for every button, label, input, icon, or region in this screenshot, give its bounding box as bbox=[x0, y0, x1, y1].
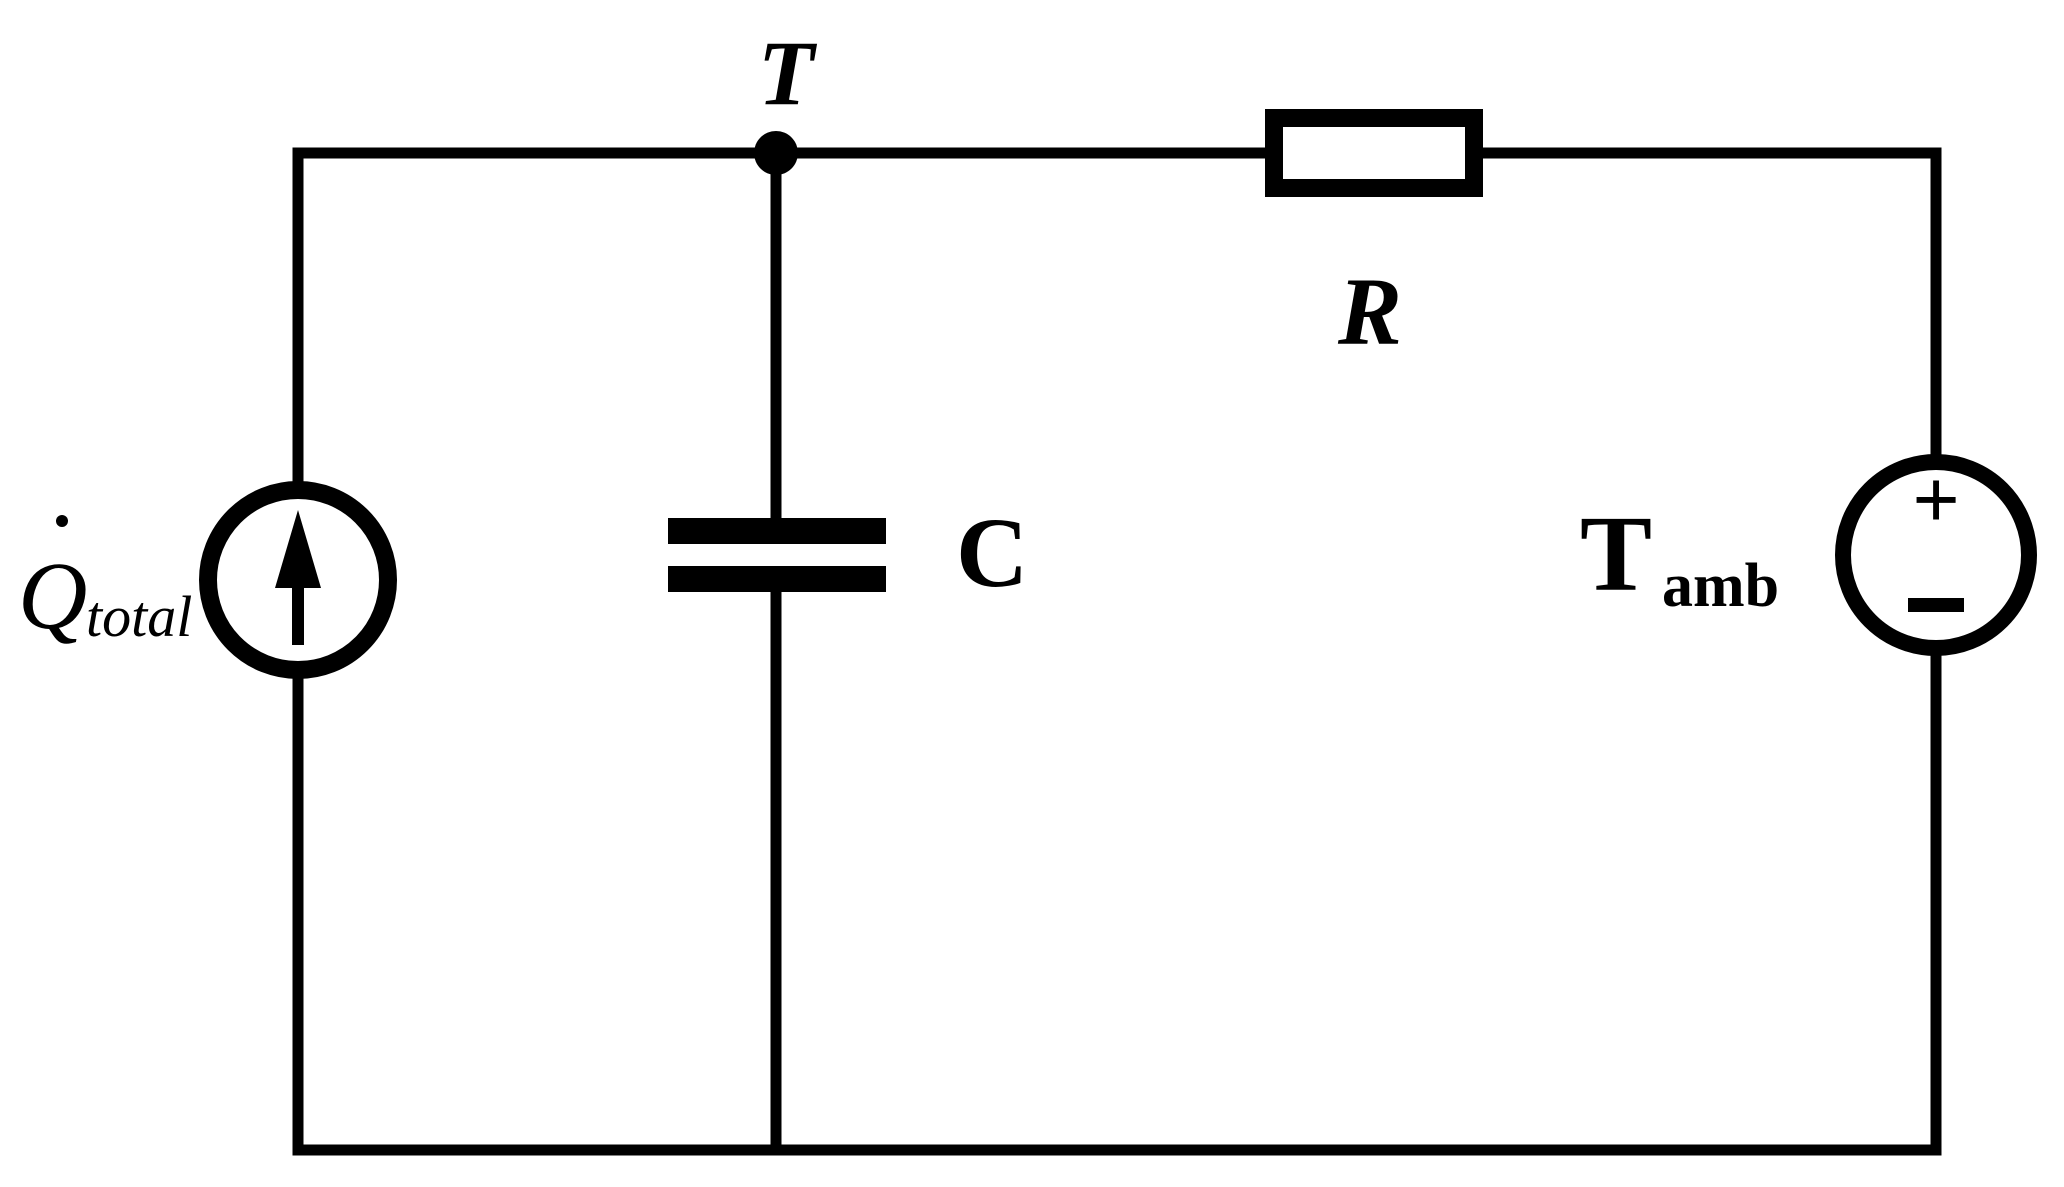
wires bbox=[292, 147, 1942, 1156]
node-t-dot bbox=[754, 131, 798, 175]
capacitor-label: C bbox=[956, 497, 1028, 608]
ambient-source-label: T amb bbox=[1580, 495, 1779, 620]
resistor-label: R bbox=[1337, 258, 1402, 365]
q-dot-accent bbox=[56, 515, 68, 527]
minus-sign bbox=[1908, 598, 1964, 612]
ambient-source: + bbox=[1835, 454, 2037, 656]
heat-source-symbol: Q bbox=[18, 542, 87, 649]
arrow-up-icon bbox=[275, 510, 321, 588]
ambient-source-circle bbox=[1835, 454, 2037, 656]
heat-source-subscript: total bbox=[86, 584, 192, 649]
node-t-label: T bbox=[758, 22, 818, 124]
ambient-subscript: amb bbox=[1662, 552, 1779, 620]
heat-source-label: Q total bbox=[18, 515, 192, 649]
plus-sign: + bbox=[1912, 454, 1960, 547]
heat-source bbox=[199, 481, 397, 679]
ambient-symbol: T bbox=[1580, 495, 1652, 614]
capacitor-plate-bottom bbox=[668, 566, 886, 592]
resistor-r bbox=[1265, 109, 1483, 197]
capacitor-plate-top bbox=[668, 518, 886, 544]
